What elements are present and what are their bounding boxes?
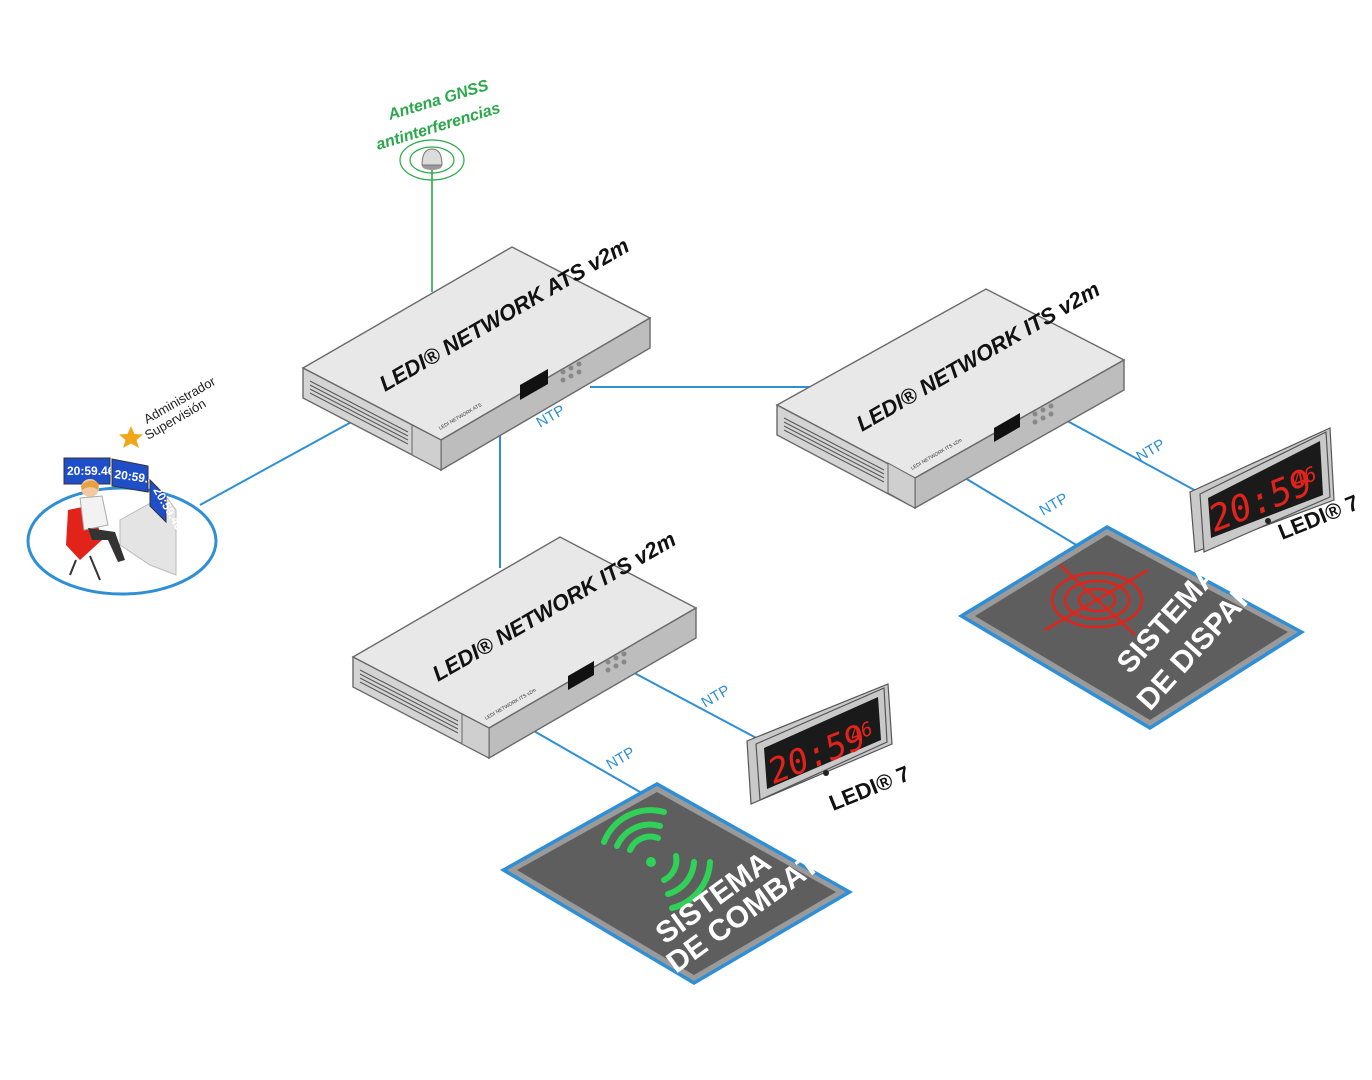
clock-bottom: 20:59 46 LEDI® 7	[746, 683, 914, 816]
clock-bottom-label: LEDI® 7	[826, 761, 914, 816]
link-its-right-clock	[1059, 416, 1199, 493]
device-ats-vents	[309, 380, 409, 445]
device-its-right-rack-ear	[887, 462, 916, 509]
operator-legs	[88, 528, 125, 562]
device-its-bottom-rack-ear	[461, 713, 490, 759]
admin-monitor-1-time: 20:59.46	[67, 464, 115, 478]
operator-torso	[79, 495, 109, 531]
clock-bottom-face	[764, 697, 881, 789]
link-its-bottom-combate	[526, 726, 641, 793]
connections	[199, 168, 1199, 793]
link-admin-ats	[199, 419, 356, 506]
device-its-right: LEDI® NETWORK ITS v2m LEDI NETWORK ITS v…	[775, 276, 1126, 510]
crosshair-target-icon	[1044, 564, 1149, 636]
device-ats-rack-ear	[411, 424, 442, 471]
device-ats-keypad-icon	[560, 361, 582, 383]
device-its-right-keypad-icon	[1032, 403, 1054, 425]
clock-right-face	[1208, 441, 1323, 538]
ntp-label-its-right-clock: NTP	[1134, 436, 1168, 466]
device-its-bottom-lcd	[568, 661, 594, 690]
gnss-antenna: Antena GNSS antinterferencias	[374, 77, 503, 181]
device-ats-lcd	[520, 369, 548, 400]
wireless-signal-icon	[601, 807, 713, 911]
link-its-right-disparo	[959, 474, 1079, 547]
antenna-ring-mid	[409, 146, 455, 174]
antenna-dome-icon	[421, 148, 443, 166]
device-its-bottom-keypad-icon	[605, 651, 627, 673]
system-disparo-inner	[975, 535, 1288, 720]
clock-bottom-logo-icon	[823, 770, 829, 776]
device-its-right-lcd	[994, 413, 1020, 442]
admin-workstation: 20:59.46 20:59.46 20:59.46 Administrador…	[26, 373, 219, 596]
device-its-right-vents	[783, 417, 885, 483]
operator-person-icon	[66, 479, 125, 581]
clock-right-logo-icon	[1265, 518, 1271, 524]
ntp-label-its-bottom-clock: NTP	[699, 682, 733, 712]
device-its-bottom: LEDI® NETWORK ITS v2m LEDI NETWORK ITS v…	[351, 526, 698, 760]
admin-monitor-2	[111, 458, 149, 493]
device-ats: LEDI® NETWORK ATS v2m LEDI NETWORK ATS	[301, 233, 652, 472]
admin-star-icon	[119, 426, 143, 448]
system-disparo: SISTEMA DE DISPARO	[958, 525, 1305, 730]
antenna-ring-outer	[399, 139, 465, 181]
ntp-label-its-right-disparo: NTP	[1037, 490, 1071, 520]
clock-right: 20:59 46 LEDI® 7	[1189, 427, 1362, 553]
link-its-bottom-clock	[624, 667, 763, 742]
admin-monitor-3	[149, 478, 167, 524]
ntp-label-its-bottom-combate: NTP	[604, 744, 638, 774]
system-combate-inner	[517, 792, 836, 975]
system-combate: SISTEMA DE COMBATE	[500, 782, 853, 985]
device-its-bottom-vents	[359, 669, 459, 734]
